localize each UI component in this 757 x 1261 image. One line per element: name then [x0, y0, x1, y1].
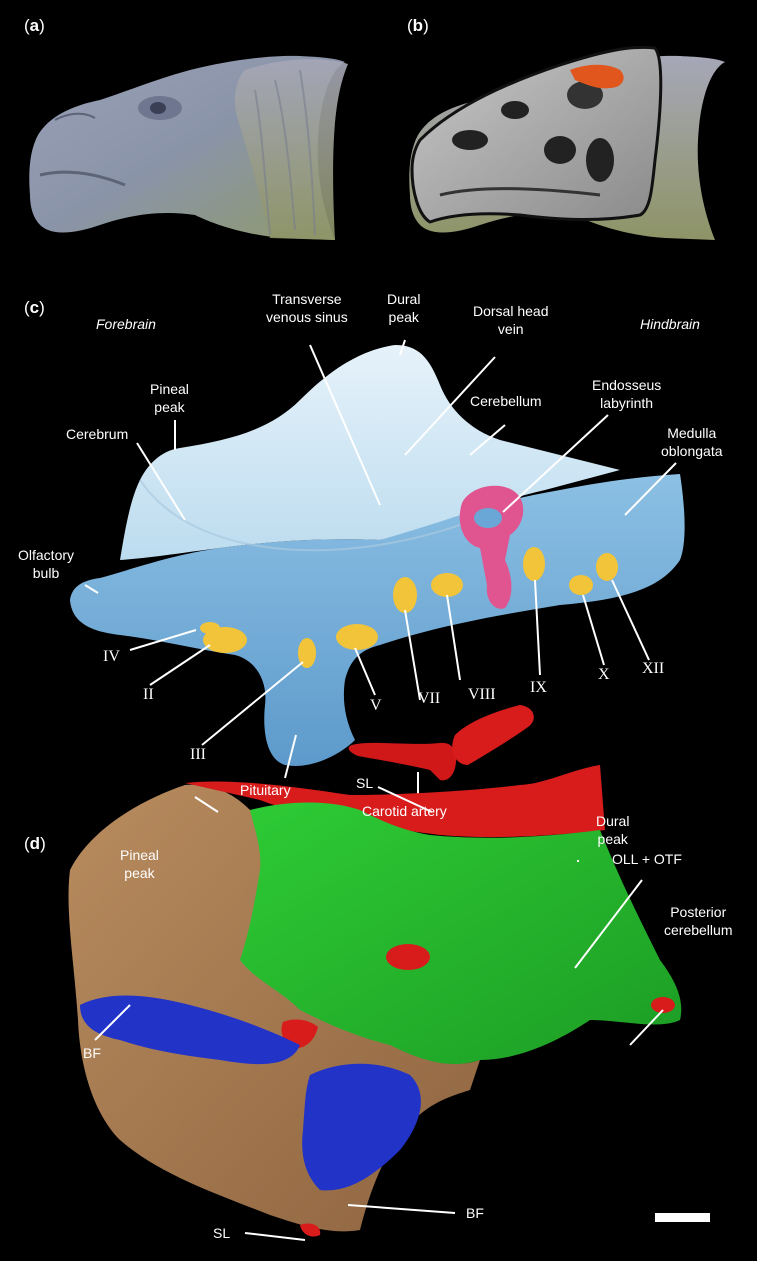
label-nerve-iv: IV [103, 648, 120, 666]
label-nerve-ii: II [143, 686, 154, 704]
label-nerve-iii: III [190, 746, 206, 764]
label-carotid-artery: Carotid artery [362, 802, 447, 820]
label-bf-right: BF [466, 1204, 484, 1222]
panel-a-head-illustration [29, 56, 348, 240]
label-nerve-x: X [598, 666, 610, 684]
label-forebrain: Forebrain [96, 315, 156, 333]
label-sl-top: SL [356, 774, 373, 792]
panel-letter-a: (a) [24, 16, 45, 36]
panel-letter-d: (d) [24, 834, 46, 854]
scale-bar [655, 1213, 710, 1222]
label-hindbrain: Hindbrain [640, 315, 700, 333]
panel-b-skull-illustration [409, 47, 725, 240]
label-nerve-ix: IX [530, 679, 547, 697]
label-cerebrum: Cerebrum [66, 425, 128, 443]
label-nerve-viii: VIII [468, 686, 496, 704]
label-nerve-xii: XII [642, 660, 664, 678]
label-pituitary: Pituitary [240, 781, 291, 799]
label-sl-bottom: SL [213, 1224, 230, 1242]
panel-d-endocast [69, 705, 682, 1237]
label-bf-left: BF [83, 1044, 101, 1062]
label-nerve-v: V [370, 697, 382, 715]
label-oll-otf: OLL + OTF [612, 850, 682, 868]
label-nerve-vii: VII [418, 690, 440, 708]
panel-letter-b: (b) [407, 16, 429, 36]
panel-letter-c: (c) [24, 298, 45, 318]
label-cerebellum: Cerebellum [470, 392, 542, 410]
